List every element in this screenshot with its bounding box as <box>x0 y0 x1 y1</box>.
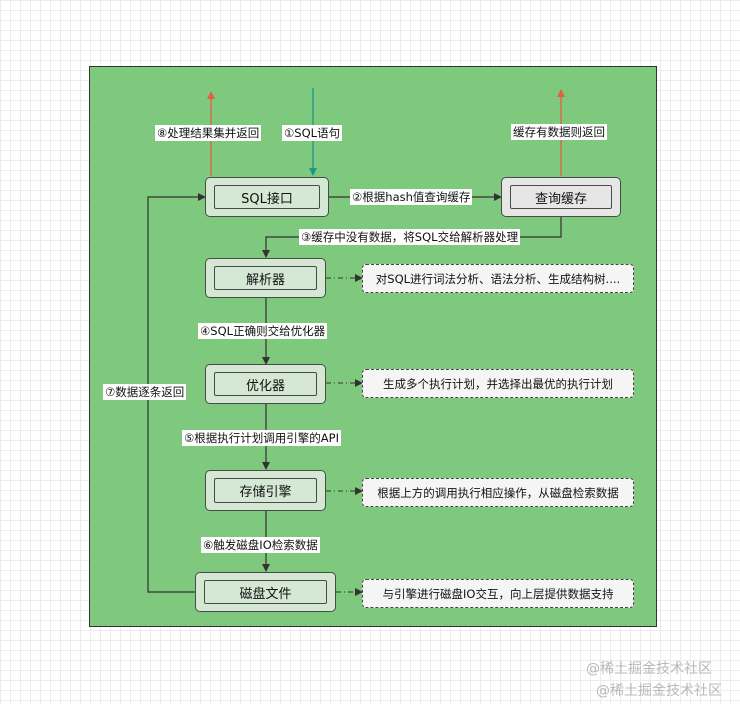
diagram-panel <box>89 66 657 627</box>
query-cache-node: 查询缓存 <box>501 177 621 217</box>
optimizer-node: 优化器 <box>205 364 326 404</box>
cache-return-label: 缓存有数据则返回 <box>511 124 607 140</box>
query-cache-label: 查询缓存 <box>510 185 612 209</box>
sql-interface-node: SQL接口 <box>205 177 329 217</box>
watermark-text: @稀土掘金技术社区 <box>586 661 712 677</box>
step1-label: ①SQL语句 <box>282 125 343 141</box>
watermark-text-shadow: @稀土掘金技术社区 <box>596 683 722 699</box>
disk-file-node: 磁盘文件 <box>195 572 336 612</box>
step2-label: ②根据hash值查询缓存 <box>350 189 473 205</box>
parser-label: 解析器 <box>214 266 317 290</box>
engine-note: 根据上方的调用执行相应操作，从磁盘检索数据 <box>362 478 634 507</box>
optimizer-label: 优化器 <box>214 372 317 396</box>
step6-label: ⑥触发磁盘IO检索数据 <box>201 537 320 553</box>
step8-label: ⑧处理结果集并返回 <box>155 125 262 141</box>
disk-file-label: 磁盘文件 <box>204 580 327 604</box>
step7-label: ⑦数据逐条返回 <box>103 384 187 400</box>
step4-label: ④SQL正确则交给优化器 <box>198 323 328 339</box>
sql-interface-label: SQL接口 <box>214 185 320 209</box>
storage-engine-node: 存储引擎 <box>205 470 326 511</box>
step5-label: ⑤根据执行计划调用引擎的API <box>182 430 342 446</box>
parser-note: 对SQL进行词法分析、语法分析、生成结构树.... <box>362 264 634 293</box>
parser-node: 解析器 <box>205 258 326 298</box>
disk-note: 与引擎进行磁盘IO交互，向上层提供数据支持 <box>362 579 634 608</box>
optimizer-note: 生成多个执行计划，并选择出最优的执行计划 <box>362 369 634 398</box>
storage-engine-label: 存储引擎 <box>214 478 317 503</box>
step3-label: ③缓存中没有数据，将SQL交给解析器处理 <box>299 229 521 245</box>
